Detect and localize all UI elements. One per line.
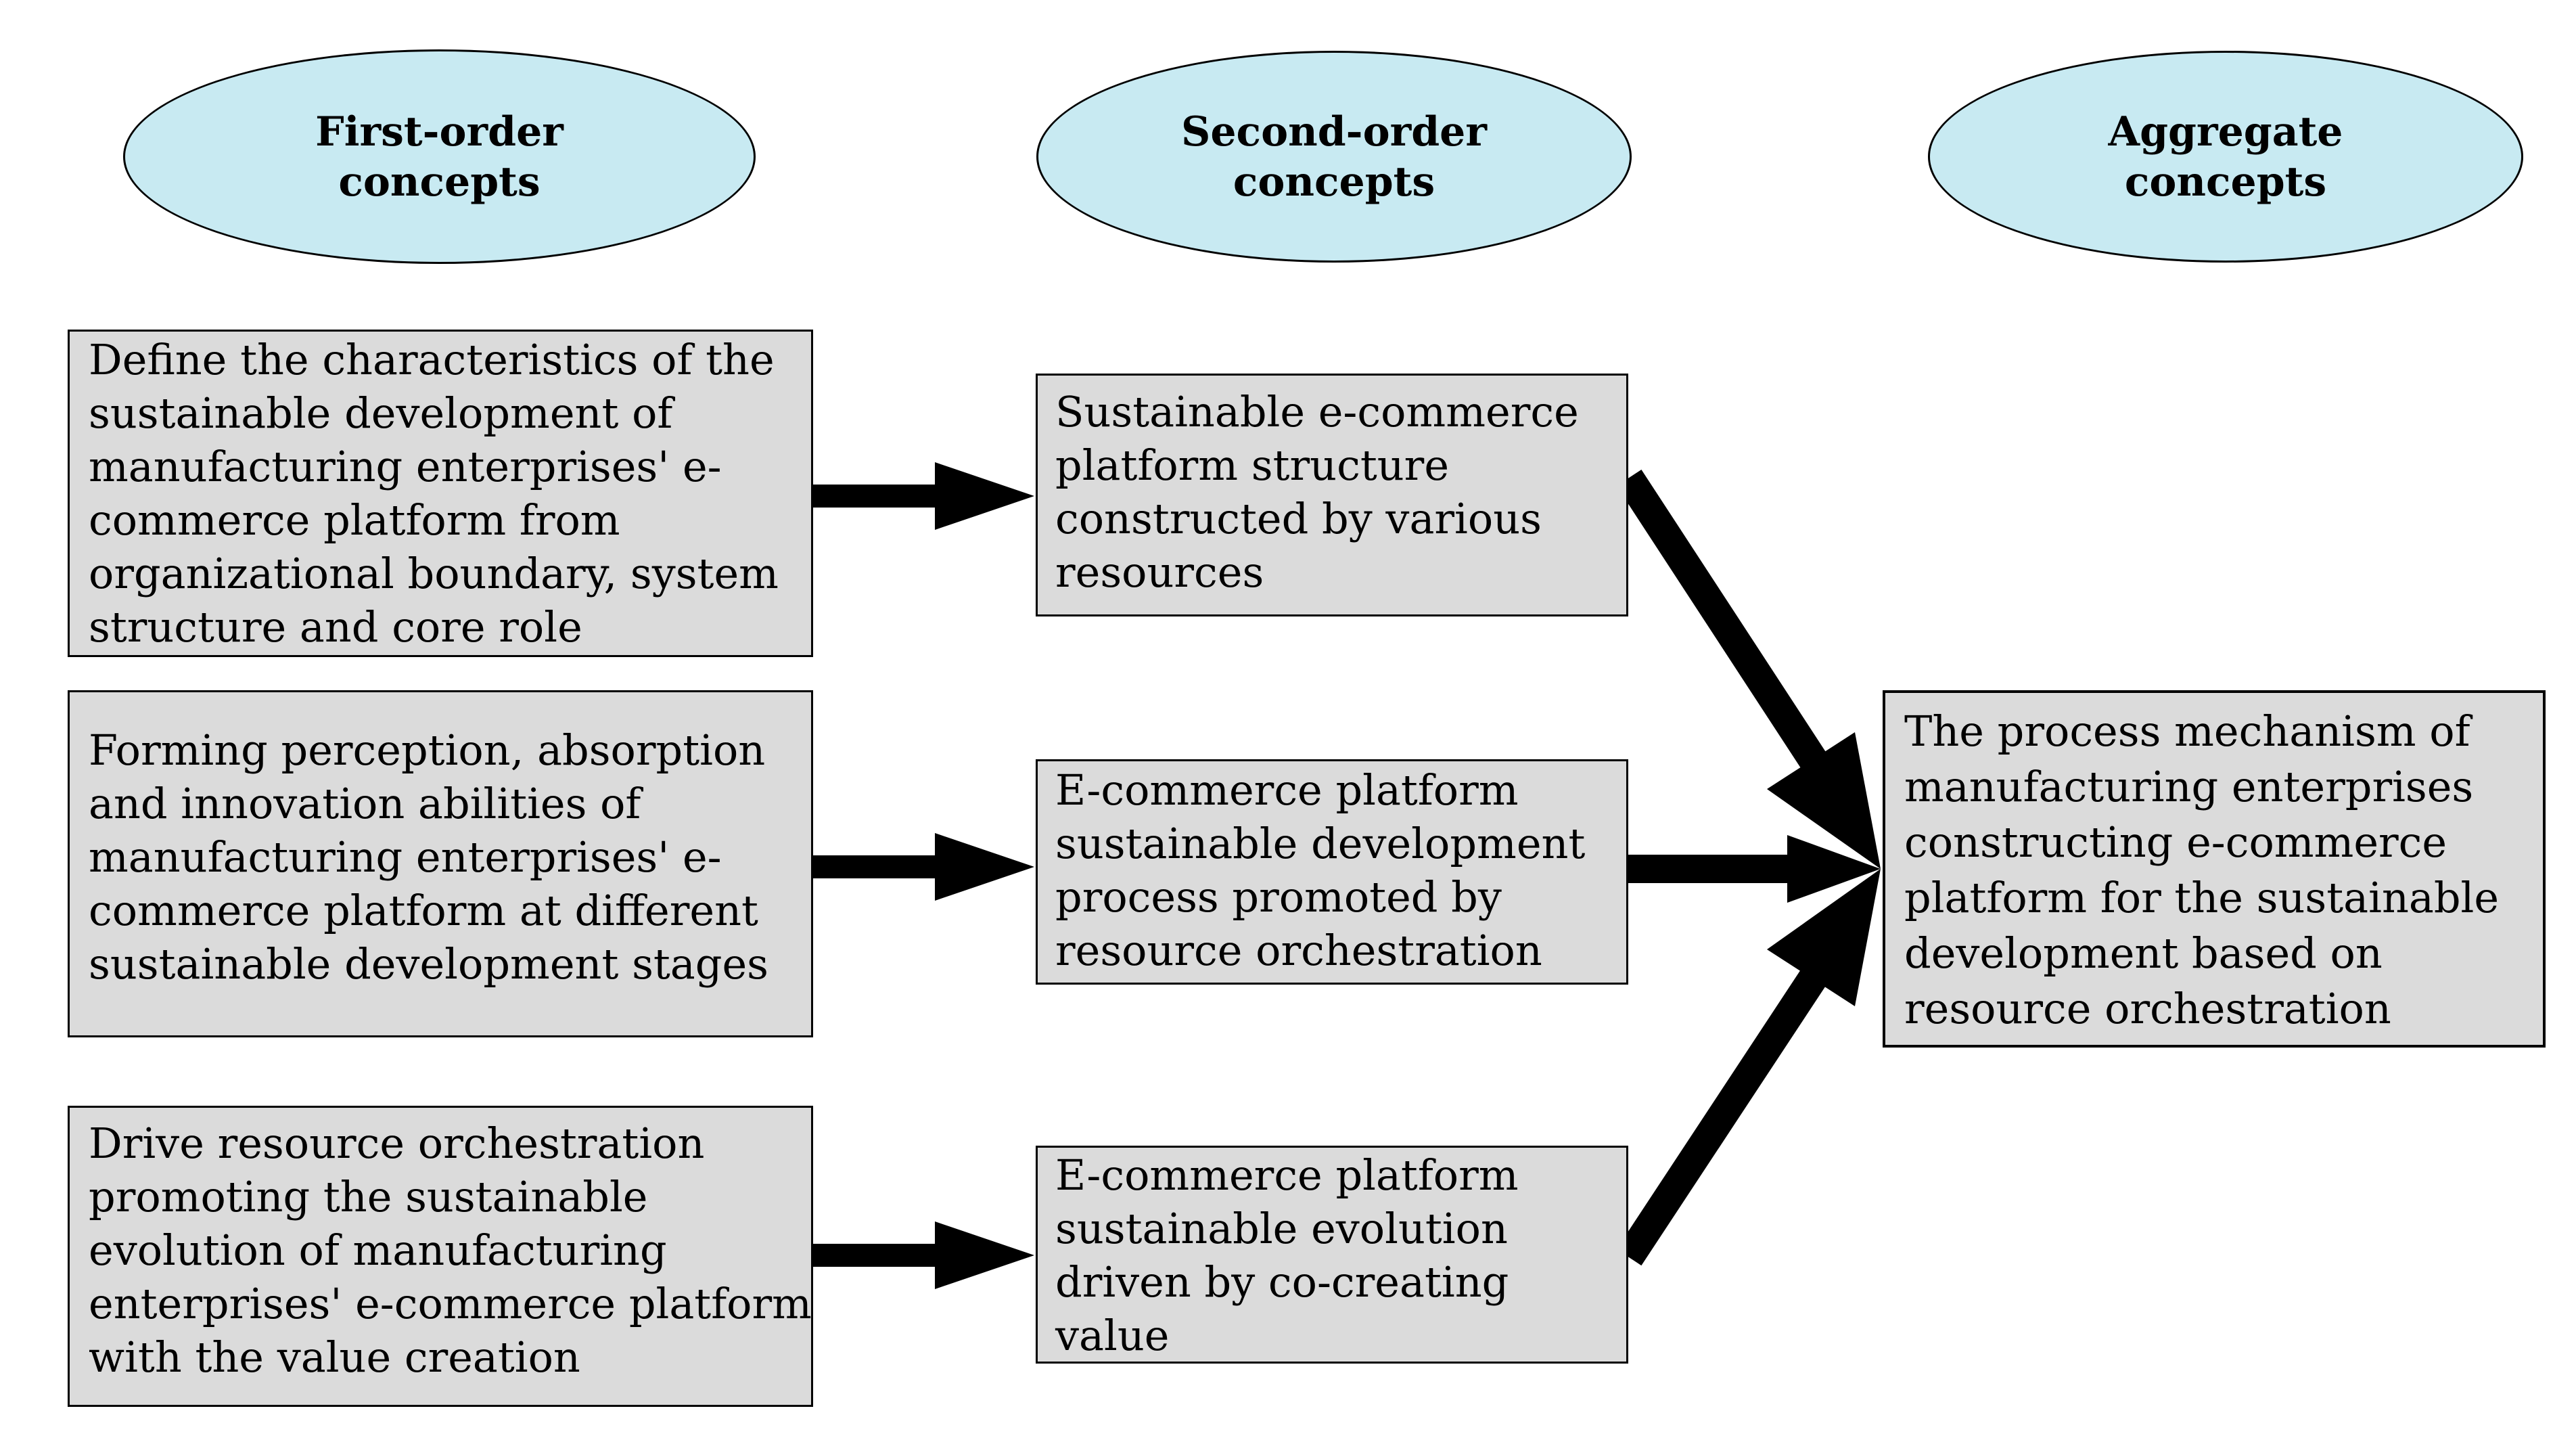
box-text-line: manufacturing enterprises	[1904, 762, 2474, 811]
box-text-line: Drive resource orchestration	[89, 1119, 705, 1168]
header-ellipse-first-order: First-order concepts	[123, 49, 756, 264]
box-text-line: E-commerce platform	[1055, 1150, 1519, 1200]
arrow-shaft	[812, 1244, 937, 1267]
arrow-second3-to-aggregate	[1616, 869, 1881, 1266]
arrow-shaft	[1616, 469, 1829, 773]
arrow-second2-to-aggregate	[1628, 835, 1881, 903]
box-text-line: manufacturing enterprises' e-	[89, 442, 722, 491]
box-text-line: E-commerce platform	[1055, 765, 1519, 815]
box-text-line: structure and core role	[89, 602, 582, 652]
second-order-box-2: E-commerce platform sustainable developm…	[1036, 759, 1628, 985]
header-label-line: concepts	[338, 158, 540, 206]
header-label-line: Second-order	[1181, 108, 1487, 156]
box-text-line: process promoted by	[1055, 872, 1502, 922]
box-text-line: enterprises' e-commerce platform	[89, 1279, 812, 1328]
header-ellipse-aggregate: Aggregate concepts	[1928, 51, 2523, 263]
box-text-line: platform for the sustainable	[1904, 873, 2500, 922]
box-text-line: sustainable development of	[89, 388, 673, 438]
box-text-line: driven by co-creating	[1055, 1257, 1509, 1307]
header-ellipse-second-order: Second-order concepts	[1036, 51, 1632, 263]
arrow-first-to-second-2	[812, 833, 1034, 901]
arrow-head-icon	[935, 833, 1034, 901]
box-text-line: commerce platform at different	[89, 886, 758, 935]
arrow-first-to-second-3	[812, 1221, 1034, 1289]
arrow-head-icon	[1767, 869, 1881, 1006]
header-label-line: concepts	[1233, 158, 1435, 206]
box-text-line: sustainable evolution	[1055, 1204, 1508, 1253]
box-text-line: platform structure	[1055, 441, 1450, 490]
header-label-line: Aggregate	[2108, 108, 2343, 156]
box-text-line: manufacturing enterprises' e-	[89, 832, 722, 882]
arrow-head-icon	[935, 1221, 1034, 1289]
header-label-line: concepts	[2124, 158, 2327, 206]
box-text-line: resource orchestration	[1904, 984, 2391, 1033]
arrow-head-icon	[1767, 732, 1881, 869]
first-order-box-1: Define the characteristics of the sustai…	[68, 330, 813, 657]
box-text-line: evolution of manufacturing	[89, 1226, 667, 1275]
box-text-line: and innovation abilities of	[89, 779, 641, 828]
aggregate-box: The process mechanism of manufacturing e…	[1883, 690, 2546, 1048]
box-text-line: Define the characteristics of the	[89, 335, 775, 384]
box-text-line: organizational boundary, system	[89, 549, 779, 598]
box-text-line: constructed by various	[1055, 494, 1542, 543]
box-text-line: The process mechanism of	[1904, 706, 2470, 756]
arrow-shaft	[812, 855, 937, 878]
box-text-line: Sustainable e-commerce	[1055, 387, 1579, 436]
arrow-shaft	[812, 485, 937, 508]
box-text-line: sustainable development	[1055, 819, 1586, 868]
box-text-line: sustainable development stages	[89, 939, 768, 989]
box-text-line: promoting the sustainable	[89, 1172, 648, 1221]
arrow-head-icon	[935, 462, 1034, 530]
arrow-head-icon	[1787, 835, 1881, 903]
box-text-line: with the value creation	[89, 1332, 580, 1382]
box-text-line: Forming perception, absorption	[89, 725, 766, 775]
second-order-box-1: Sustainable e-commerce platform structur…	[1036, 374, 1628, 616]
header-label-line: First-order	[315, 108, 564, 156]
box-text-line: constructing e-commerce	[1904, 817, 2447, 867]
arrow-second1-to-aggregate	[1616, 469, 1881, 869]
arrow-shaft	[1616, 964, 1829, 1266]
arrow-first-to-second-1	[812, 462, 1034, 530]
box-text-line: resources	[1055, 547, 1264, 597]
first-order-box-3: Drive resource orchestration promoting t…	[68, 1106, 813, 1407]
second-order-box-3: E-commerce platform sustainable evolutio…	[1036, 1146, 1628, 1364]
box-text-line: value	[1055, 1311, 1170, 1360]
box-text-line: resource orchestration	[1055, 926, 1542, 975]
box-text-line: commerce platform from	[89, 495, 620, 545]
first-order-box-2: Forming perception, absorption and innov…	[68, 690, 813, 1037]
arrow-shaft	[1628, 855, 1789, 883]
box-text-line: development based on	[1904, 928, 2383, 978]
